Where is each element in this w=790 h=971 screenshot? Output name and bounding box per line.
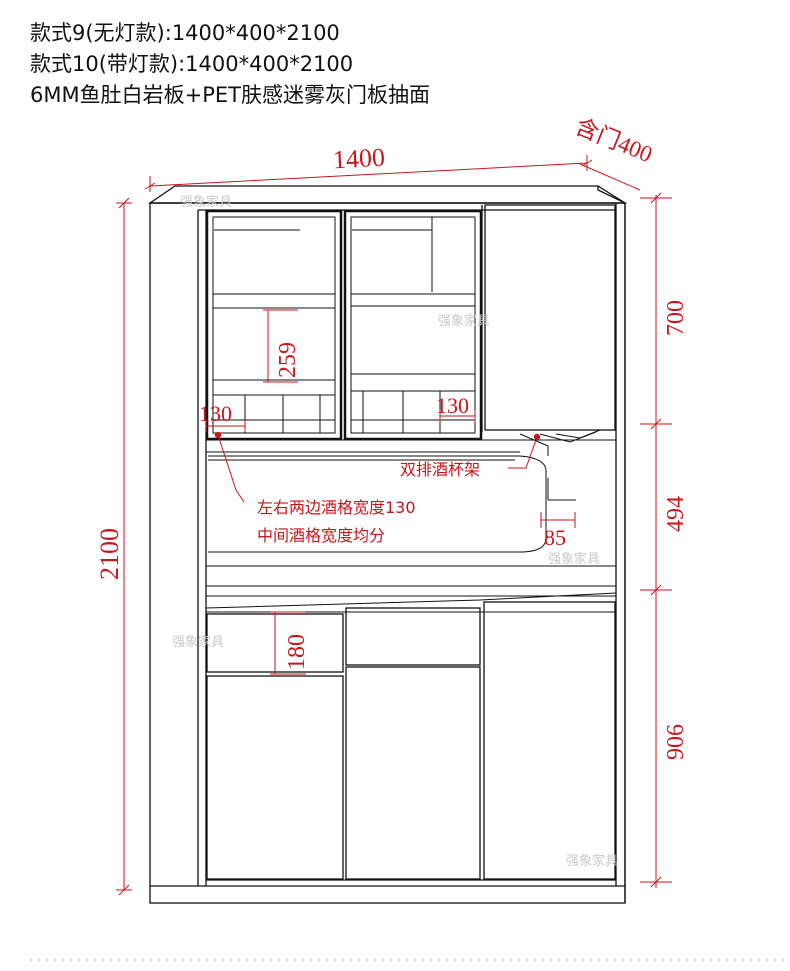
wine-slot-left-dimension: 130 bbox=[199, 401, 232, 426]
wine-grid bbox=[213, 391, 475, 433]
watermark: 强象家具 bbox=[566, 853, 618, 869]
spec-line-3: 6MM鱼肚白岩板+PET肤感迷雾灰门板抽面 bbox=[30, 83, 430, 107]
upper-height-dimension: 700 bbox=[663, 300, 689, 336]
watermark: 强象家具 bbox=[438, 313, 490, 329]
rack-offset-dimension: 85 bbox=[544, 525, 566, 550]
lower-height-dimension: 906 bbox=[663, 724, 689, 760]
wine-slot-right-dimension: 130 bbox=[436, 393, 469, 418]
middle-open-section bbox=[205, 429, 617, 613]
dimension-lines bbox=[116, 155, 672, 896]
glass-rack-note: 双排酒杯架 bbox=[400, 460, 480, 479]
wine-grid-note-line2: 中间酒格宽度均分 bbox=[257, 526, 385, 545]
upper-solid-door bbox=[481, 204, 616, 432]
spec-line-1: 款式9(无灯款):1400*400*2100 bbox=[30, 21, 340, 45]
drawer-height-dimension: 180 bbox=[284, 634, 310, 670]
middle-height-dimension: 494 bbox=[663, 496, 689, 532]
watermark: 强象家具 bbox=[548, 551, 600, 567]
upper-glass-door-left bbox=[205, 209, 343, 441]
depth-dimension: 含门400 bbox=[572, 114, 656, 167]
upper-shelves bbox=[213, 217, 475, 396]
lower-cabinet bbox=[206, 601, 616, 880]
watermark: 强象家具 bbox=[172, 634, 224, 650]
width-dimension: 1400 bbox=[332, 143, 385, 175]
total-height-dimension: 2100 bbox=[95, 528, 124, 580]
wine-grid-note-line1: 左右两边酒格宽度130 bbox=[257, 498, 416, 517]
shelf-spacing-dimension: 259 bbox=[275, 342, 301, 378]
leader-dots bbox=[214, 431, 541, 441]
spec-line-2: 款式10(带灯款):1400*400*2100 bbox=[30, 52, 354, 76]
upper-glass-door-right bbox=[343, 209, 483, 441]
watermark: 强象家具 bbox=[180, 194, 232, 210]
